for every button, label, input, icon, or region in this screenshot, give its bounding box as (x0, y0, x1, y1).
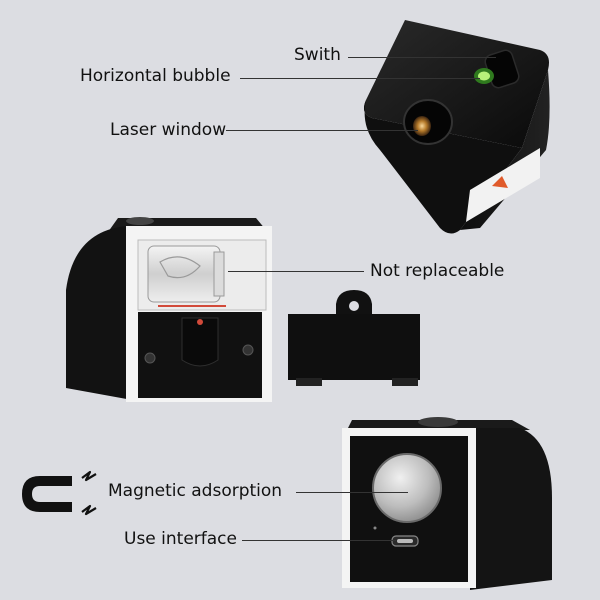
label-magnetic-adsorption: Magnetic adsorption (108, 481, 283, 501)
device-top-view (364, 20, 550, 234)
leader-horizontal-bubble (240, 78, 480, 79)
leader-not-replaceable (228, 271, 364, 272)
label-laser-window: Laser window (110, 120, 227, 140)
device-magnet-front (342, 417, 552, 590)
horizontal-bubble-level (474, 68, 494, 84)
leader-use-interface (242, 540, 396, 541)
label-use-interface: Use interface (124, 529, 237, 549)
label-not-replaceable: Not replaceable (370, 261, 505, 281)
device-battery-open (66, 217, 272, 402)
laser-window (403, 99, 453, 145)
magnet-disk (372, 453, 442, 523)
leader-switch (348, 57, 496, 58)
label-switch: Swith (294, 45, 341, 65)
battery-cover (288, 290, 420, 386)
leader-magnetic-adsorption (296, 492, 408, 493)
magnet-icon (22, 470, 97, 516)
label-horizontal-bubble: Horizontal bubble (80, 66, 231, 86)
leader-laser-window (226, 130, 418, 131)
